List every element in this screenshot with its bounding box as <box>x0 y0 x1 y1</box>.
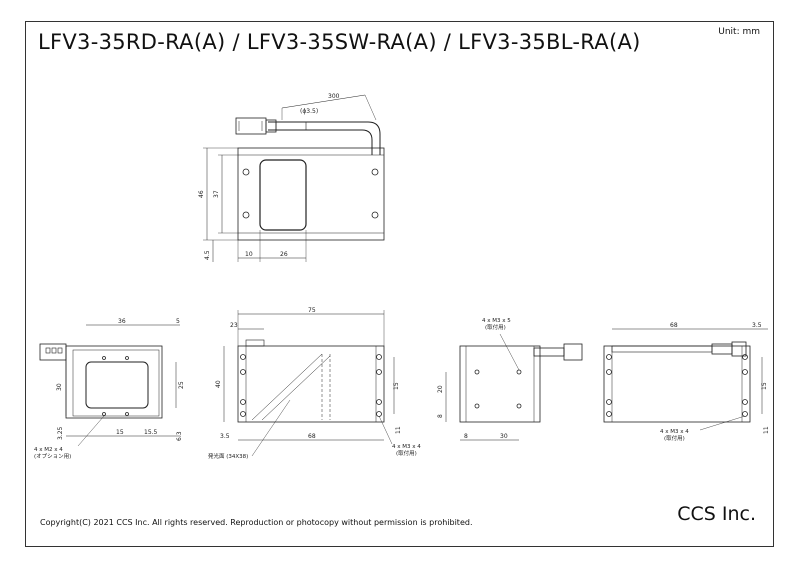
screw-hole-icon <box>516 369 522 375</box>
dim-cable-length: 300 <box>328 93 340 100</box>
dim-side-a-bottom-right: 15.5 <box>144 429 158 436</box>
dim-side-b-bottom-mid: 30 <box>500 433 508 440</box>
screw-note-rear-sub: (取付用) <box>664 434 685 442</box>
dim-front-right-small: 11 <box>395 426 402 434</box>
top-view-body <box>237 147 385 241</box>
screw-hole-icon <box>606 354 612 360</box>
dim-front-left-top: 23 <box>230 322 238 329</box>
screw-hole-icon <box>240 369 246 375</box>
connector-icon <box>235 117 267 135</box>
screw-hole-icon <box>474 369 480 375</box>
connector-icon <box>731 341 747 357</box>
screw-hole-icon <box>125 412 129 416</box>
dim-top-height-inner: 37 <box>213 190 220 198</box>
screw-hole-icon <box>742 354 748 360</box>
dim-front-height: 40 <box>215 380 222 388</box>
rear-view-body <box>603 345 751 423</box>
dim-top-offset-left: 10 <box>245 251 253 258</box>
dim-side-a-right-small: 6.3 <box>176 431 183 441</box>
screw-hole-icon <box>240 354 246 360</box>
top-view-emitting-window <box>259 159 307 231</box>
dim-front-right: 15 <box>393 382 400 390</box>
screw-hole-icon <box>376 354 382 360</box>
dim-rear-right: 3.5 <box>752 322 762 329</box>
screw-note-side-a: 4 x M2 x 4 <box>34 447 63 453</box>
dim-rear-total: 68 <box>670 322 678 329</box>
dim-side-a-width: 36 <box>118 318 126 325</box>
screw-hole-icon <box>242 211 250 219</box>
rear-view: 68 3.5 15 11 4 x M3 x 4 (取付用) <box>603 322 770 442</box>
drawing-title: LFV3-35RD-RA(A) / LFV3-35SW-RA(A) / LFV3… <box>38 30 641 54</box>
screw-note-front: 4 x M3 x 4 <box>392 444 421 450</box>
unit-label: Unit: mm <box>718 27 760 37</box>
top-view: 300 (ϕ3.5) 46 37 4.5 10 26 <box>198 93 385 262</box>
screw-hole-icon <box>371 168 379 176</box>
drawing-sheet-border <box>25 21 774 547</box>
side-view-a: 36 5 30 25 3.25 15 15.5 6.3 4 x M2 x 4 (… <box>34 318 185 460</box>
screw-hole-icon <box>240 399 246 405</box>
dim-rear-right-upper: 15 <box>761 382 768 390</box>
screw-note-side-a-sub: (オプション用) <box>34 453 71 460</box>
screw-hole-icon <box>376 411 382 417</box>
dim-front-total: 75 <box>308 307 316 314</box>
connector-icon <box>39 343 67 361</box>
screw-hole-icon <box>125 356 129 360</box>
front-view-body <box>237 345 385 423</box>
screw-hole-icon <box>742 399 748 405</box>
screw-hole-icon <box>376 369 382 375</box>
screw-hole-icon <box>240 411 246 417</box>
dim-front-left-bottom: 3.5 <box>220 433 230 440</box>
dim-side-b-left-lower: 8 <box>437 414 444 418</box>
dim-side-a-inner: 25 <box>178 381 185 389</box>
dim-side-a-right: 5 <box>176 318 180 325</box>
screw-hole-icon <box>242 168 250 176</box>
screw-note-side-b: 4 x M3 x 5 <box>482 318 511 324</box>
dim-side-a-bottom-mid: 15 <box>116 429 124 436</box>
screw-hole-icon <box>376 399 382 405</box>
emitting-surface-label: 発光面 (34X38) <box>208 452 248 460</box>
screw-hole-icon <box>102 356 106 360</box>
copyright-notice: Copyright(C) 2021 CCS Inc. All rights re… <box>40 518 473 527</box>
dim-rear-right-lower: 11 <box>763 426 770 434</box>
connector-icon <box>563 343 583 361</box>
dim-side-a-bottom-left: 3.25 <box>57 426 64 440</box>
screw-hole-icon <box>606 411 612 417</box>
screw-hole-icon <box>516 403 522 409</box>
side-view-b-body <box>459 345 541 423</box>
dim-top-window-width: 26 <box>280 251 288 258</box>
dim-front-bottom: 68 <box>308 433 316 440</box>
dim-side-b-left-upper: 20 <box>437 385 444 393</box>
side-view-b: 4 x M3 x 5 (取付用) 20 8 8 30 <box>437 318 583 441</box>
front-view: 75 23 40 15 11 3.5 68 発光面 (34X38) 4 x M3… <box>208 307 421 460</box>
screw-note-front-sub: (取付用) <box>396 449 417 457</box>
screw-note-rear: 4 x M3 x 4 <box>660 429 689 435</box>
screw-hole-icon <box>474 403 480 409</box>
dim-cable-diameter: (ϕ3.5) <box>300 108 318 115</box>
dim-top-offset-bottom: 4.5 <box>204 250 211 260</box>
screw-hole-icon <box>606 369 612 375</box>
dim-side-a-height: 30 <box>56 383 63 391</box>
screw-hole-icon <box>742 369 748 375</box>
screw-hole-icon <box>371 211 379 219</box>
screw-note-side-b-sub: (取付用) <box>485 323 506 331</box>
screw-hole-icon <box>742 411 748 417</box>
screw-hole-icon <box>606 399 612 405</box>
dim-top-height-outer: 46 <box>198 190 205 198</box>
dim-side-b-bottom-left: 8 <box>464 433 468 440</box>
screw-hole-icon <box>102 412 106 416</box>
company-name: CCS Inc. <box>677 503 756 525</box>
